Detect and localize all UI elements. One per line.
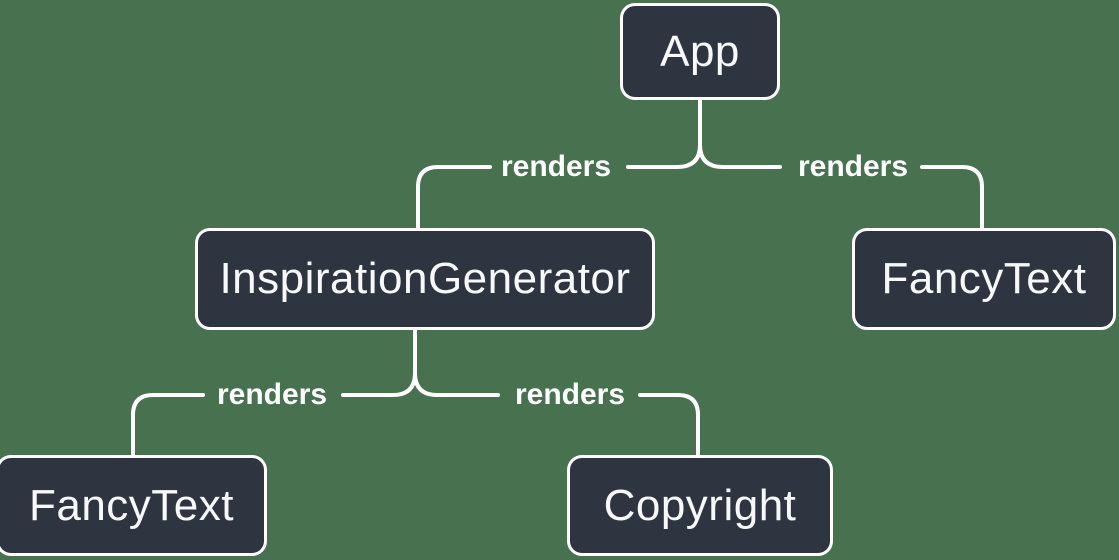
node-fancy-text-bottom: FancyText (0, 455, 267, 556)
node-fancy-text-right: FancyText (852, 228, 1116, 330)
node-copyright-label: Copyright (603, 480, 797, 530)
edge-to-fancy-text-right (920, 165, 984, 230)
edge-to-fancy-text-bottom (131, 393, 205, 457)
node-fancy-text-right-label: FancyText (881, 254, 1087, 303)
edge-to-inspiration-generator (416, 165, 492, 230)
edge-app-left-fillet (626, 143, 702, 169)
node-app: App (620, 3, 780, 100)
node-inspiration-generator-label: InspirationGenerator (219, 254, 631, 303)
node-fancy-text-bottom-label: FancyText (28, 480, 234, 530)
edge-app-right-fillet (698, 143, 782, 169)
edge-label-renders-fancy-right: renders (797, 150, 909, 183)
edge-label-renders-copyright: renders (514, 378, 626, 411)
edge-label-renders-fancy-bottom: renders (216, 378, 328, 411)
node-copyright: Copyright (567, 455, 833, 556)
edge-label-renders-inspiration: renders (500, 150, 612, 183)
node-app-label: App (660, 26, 740, 76)
edge-inspiration-left-fillet (341, 371, 417, 397)
edge-inspiration-right-fillet (413, 371, 500, 397)
node-inspiration-generator: InspirationGenerator (195, 228, 655, 330)
edge-to-copyright (638, 393, 700, 457)
